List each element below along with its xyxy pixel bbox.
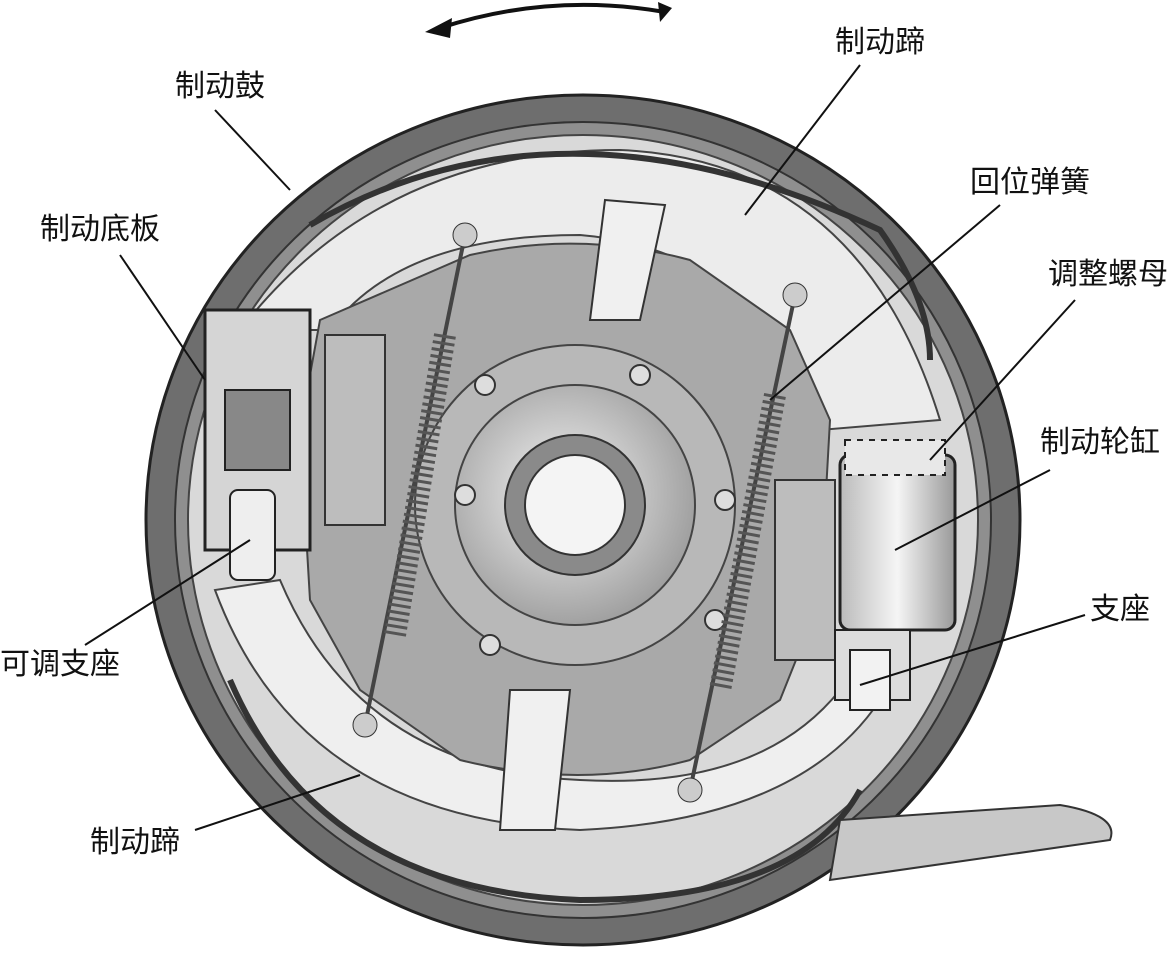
label-wheel-cylinder: 制动轮缸 [1040, 425, 1160, 460]
label-brake-shoe-bottom: 制动蹄 [90, 825, 180, 860]
return-spring-left [352, 222, 478, 738]
rotation-arrow-icon [425, 2, 672, 38]
parking-lever [828, 803, 1113, 882]
label-return-spring: 回位弹簧 [970, 165, 1090, 200]
brake-shoe-top [237, 148, 942, 432]
label-adjusting-nut: 调整螺母 [1048, 257, 1168, 292]
return-spring-right [677, 282, 808, 803]
label-backing-plate: 制动底板 [40, 212, 160, 247]
wheel-hub [414, 344, 736, 666]
label-brake-shoe-top: 制动蹄 [835, 25, 925, 60]
wheel-cylinder [774, 439, 957, 711]
label-brake-drum: 制动鼓 [175, 69, 265, 104]
leader-lines [84, 64, 1086, 831]
label-support: 支座 [1090, 592, 1150, 627]
adjustable-support [203, 308, 386, 581]
label-adjustable-support: 可调支座 [0, 647, 120, 682]
